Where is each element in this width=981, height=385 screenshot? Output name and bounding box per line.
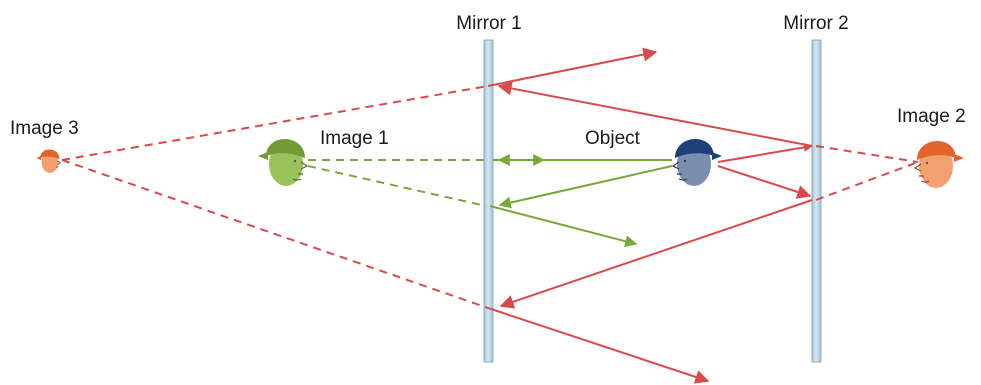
image2-label: Image 2	[897, 106, 966, 127]
green-virtual-rays	[307, 159, 487, 207]
ray-mirror1-reflected-upper	[487, 47, 658, 87]
image3-upper-virtual-ray	[61, 85, 489, 161]
image3-label: Image 3	[10, 118, 79, 139]
image1-diagonal-virtual-ray	[307, 165, 487, 207]
red-virtual-rays	[61, 85, 919, 309]
image2-upper-virtual-ray	[815, 145, 919, 163]
object-head-icon	[671, 138, 722, 186]
image1-cap	[266, 138, 305, 158]
object-face-profile	[671, 161, 688, 181]
green-real-rays	[489, 154, 673, 248]
image1-label: Image 1	[320, 128, 389, 149]
red-real-rays	[487, 47, 813, 384]
image3-face-profile	[56, 160, 62, 168]
image2-cap-visor	[954, 154, 964, 162]
mirror-1	[483, 39, 494, 363]
image1-eye	[293, 159, 297, 163]
object-eye	[683, 159, 687, 163]
mirror-2	[811, 39, 822, 363]
object-cap-visor	[712, 152, 722, 160]
image3-lower-virtual-ray	[61, 159, 489, 309]
image2-lower-virtual-ray	[815, 161, 919, 201]
image3-cap	[40, 149, 60, 159]
mirror2-label: Mirror 2	[783, 13, 848, 34]
image1-cap-visor	[258, 152, 268, 160]
ray-object-to-mirror2-lower	[717, 165, 812, 199]
object-label: Object	[585, 128, 641, 149]
image2-eye	[925, 161, 929, 165]
ray-mirror2-to-mirror1-lower	[499, 199, 813, 309]
image1-face-profile	[292, 161, 309, 181]
image3-cap-visor	[36, 156, 41, 160]
ray-object-to-mirror2-upper	[717, 142, 813, 163]
image2-face-profile	[913, 163, 930, 183]
ray-mirror2-to-mirror1-upper	[497, 81, 813, 147]
mirror1-label: Mirror 1	[456, 13, 521, 34]
ray-object-to-mirror1-diagonal	[498, 165, 673, 209]
image1-head-icon	[258, 138, 309, 186]
image3-head-icon	[36, 149, 62, 173]
image2-head-icon	[913, 140, 964, 188]
image2-cap	[917, 140, 956, 160]
object-cap	[675, 138, 714, 158]
ray-mirror1-reflected-diagonal	[489, 205, 638, 248]
ray-mirror1-reflected-lower	[487, 307, 710, 384]
